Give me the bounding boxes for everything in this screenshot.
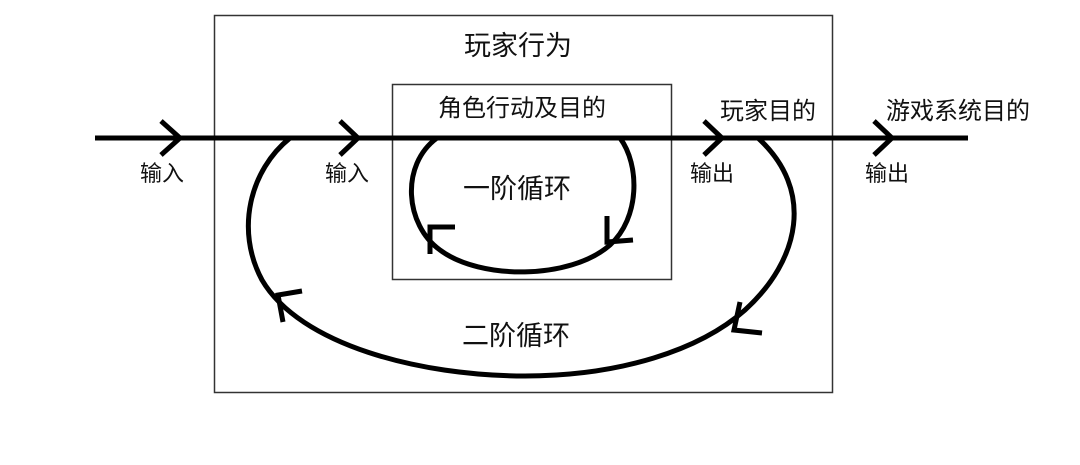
first-order-loop-label: 一阶循环 (463, 174, 571, 205)
outer-box-label: 玩家行为 (464, 31, 572, 62)
output-outer-arrow-icon (872, 119, 896, 157)
first-order-loop-path (408, 135, 637, 275)
input-inner-label: 输入 (325, 162, 370, 187)
output-outer-label: 输出 (865, 162, 910, 187)
inner-box-character-actions (391, 83, 673, 281)
system-goal-label: 游戏系统目的 (886, 97, 1030, 125)
output-inner-arrow-icon (702, 119, 726, 157)
second-order-loop-label: 二阶循环 (462, 321, 570, 352)
second-order-loop-arrow-left-icon (275, 288, 303, 323)
player-goal-label: 玩家目的 (720, 97, 816, 125)
input-outer-arrow-icon (159, 119, 184, 157)
second-order-loop-arrow-right-icon (730, 301, 763, 336)
output-inner-label: 输出 (690, 162, 735, 187)
input-outer-label: 输入 (140, 162, 185, 187)
input-inner-arrow-icon (338, 119, 362, 157)
inner-box-label: 角色行动及目的 (438, 94, 606, 122)
outer-box-player-behavior (213, 14, 834, 394)
first-order-loop-arrow-left-icon (427, 224, 455, 254)
second-order-loop-path (245, 136, 797, 379)
first-order-loop-arrow-right-icon (604, 216, 634, 245)
